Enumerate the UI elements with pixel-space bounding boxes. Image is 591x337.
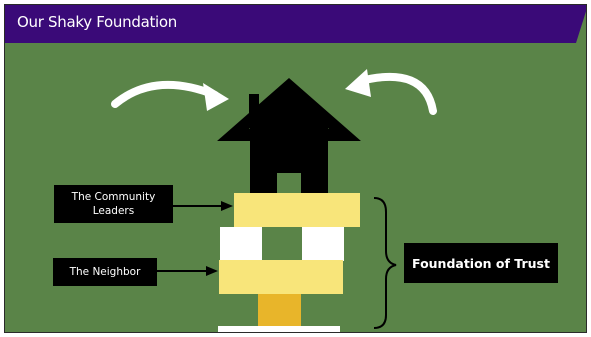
arrow-icon: [173, 201, 233, 211]
curved-arrow-icon: [111, 80, 229, 111]
block-top: [234, 193, 360, 227]
block-bottom: [218, 326, 340, 332]
title-bar: [5, 5, 586, 43]
slide-title: Our Shaky Foundation: [17, 13, 177, 31]
block-gold: [258, 294, 301, 328]
curved-arrow-icon: [345, 69, 437, 115]
slide: Our Shaky Foundation: [4, 4, 587, 333]
title-bar-shape: [5, 5, 586, 43]
label-community-leaders: The Community Leaders: [54, 185, 173, 223]
diagram-canvas: [111, 69, 437, 332]
label-neighbor: The Neighbor: [53, 258, 157, 286]
arrow-icon: [157, 266, 218, 276]
label-foundation-of-trust: Foundation of Trust: [404, 243, 558, 283]
block-white-left: [220, 227, 262, 261]
house-icon: [217, 78, 361, 195]
block-middle: [219, 260, 343, 294]
brace-icon: [373, 197, 397, 329]
block-white-right: [302, 227, 344, 261]
block-stack: [218, 193, 360, 332]
